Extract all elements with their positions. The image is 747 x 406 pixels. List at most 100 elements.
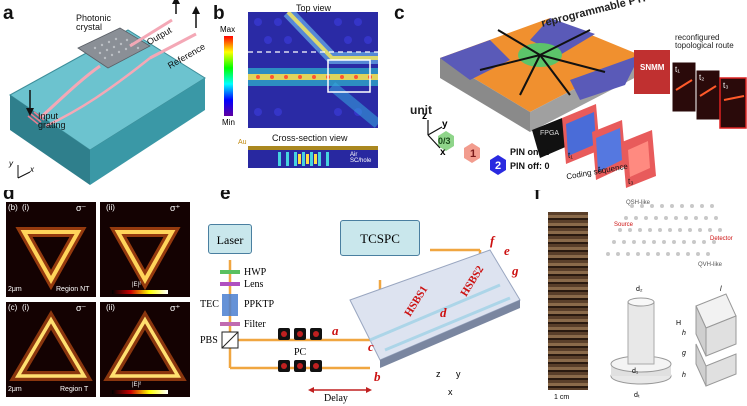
panel-a: a Photonic crystal O — [0, 0, 210, 190]
axis-x-label: x — [448, 387, 453, 397]
time-label-1: t₁ — [568, 151, 573, 160]
detector-label: Detector — [710, 236, 733, 242]
unit-code-2: 2 — [495, 160, 502, 172]
panel-b: b Max Min Top view Cross-section view — [210, 0, 390, 190]
port-a: a — [332, 323, 339, 338]
row2-tag: (c) — [8, 303, 18, 312]
colorbar — [224, 36, 233, 116]
dim-d2: d₂ — [636, 286, 643, 293]
time-label-3: t₃ — [628, 177, 634, 186]
colorbar-max: Max — [220, 25, 236, 34]
port-f: f — [490, 233, 495, 248]
panel-label-d: d — [3, 190, 15, 204]
row2-scale: 2μm — [8, 386, 22, 393]
colorbar-bottom-label: |E|² — [132, 382, 142, 388]
unit-code-1: 1 — [470, 148, 477, 160]
chip-illustration — [9, 0, 206, 185]
colorbar-min: Min — [222, 118, 235, 127]
intensity-map-nt-plus — [100, 202, 190, 297]
pti-illustration — [427, 18, 747, 188]
dim-dt: dₜ — [634, 392, 640, 399]
panel-label-f: f — [534, 190, 541, 204]
panel-label-c: c — [394, 3, 405, 24]
laser-label: Laser — [216, 233, 244, 247]
port-c: c — [368, 339, 374, 354]
unit-code-0: 0/3 — [438, 136, 451, 146]
panel-label-e: e — [220, 190, 231, 204]
panel-f: f 1 cm QSH-like Source Detector QVH-like… — [530, 190, 747, 406]
lattice-illustration — [606, 204, 722, 256]
axis-z-label: z — [436, 369, 441, 379]
panel-c: c — [390, 0, 747, 190]
route-time-2: t₂ — [699, 73, 705, 82]
axis-x-label: x — [30, 165, 34, 174]
tcspc-box: TCSPC — [340, 220, 420, 256]
setup-illustration — [220, 248, 521, 393]
pbs-label: PBS — [200, 335, 218, 346]
row2-sub-i: (i) — [22, 303, 30, 312]
top-view-map — [248, 12, 378, 128]
unit-prism — [695, 293, 737, 387]
dim-h1: h — [682, 330, 686, 337]
route-time-3: t₃ — [723, 81, 729, 90]
row2-sigma-plus: σ⁺ — [170, 303, 181, 313]
sample-photo — [548, 212, 588, 390]
colorbar-bottom — [112, 390, 168, 394]
cross-label-left: Au — [238, 139, 247, 146]
row1-tag: (b) — [8, 203, 18, 212]
axis-y-label: y — [442, 119, 448, 130]
pin-on-label: PIN on: 1 — [510, 147, 550, 157]
photo-scale: 1 cm — [554, 394, 570, 401]
region-t-label: Region T — [60, 386, 89, 393]
row1-sigma-minus: σ⁻ — [76, 203, 87, 213]
dim-d1: d₁ — [632, 368, 639, 375]
port-d: d — [440, 305, 447, 320]
dim-l: l — [720, 286, 722, 293]
panel-e: e — [200, 190, 530, 406]
label-input-grating: Input grating — [38, 111, 66, 130]
intensity-map-nt-minus — [6, 202, 96, 297]
route-time-1: t₁ — [675, 65, 680, 74]
panel-d: d (b) (i) (ii) σ⁻ σ⁺ 2μm Region NT (c) (… — [0, 190, 200, 406]
intensity-map-t-plus — [100, 302, 190, 397]
row2-sigma-minus: σ⁻ — [76, 303, 87, 313]
row1-sigma-plus: σ⁺ — [170, 203, 181, 213]
filter-label: Filter — [244, 319, 266, 330]
row1-sub-ii: (ii) — [106, 203, 115, 212]
top-view-title: Top view — [296, 3, 332, 13]
cross-section-map — [248, 146, 378, 168]
port-e: e — [504, 243, 510, 258]
ppktp-label: PPKTP — [244, 299, 275, 310]
axis-x-label: x — [440, 147, 446, 158]
panel-label-b: b — [213, 3, 225, 24]
unit-cylinder — [610, 297, 672, 385]
port-g: g — [512, 263, 519, 278]
laser-box: Laser — [208, 224, 252, 254]
qsh-label: QSH-like — [626, 200, 651, 206]
source-label: Source — [614, 222, 634, 228]
tec-label: TEC — [200, 299, 219, 310]
dim-g: g — [682, 350, 686, 357]
panel-label-a: a — [3, 3, 14, 24]
qvh-label: QVH-like — [698, 262, 723, 268]
row1-sub-i: (i) — [22, 203, 30, 212]
label-photonic-crystal: Photonic crystal — [76, 13, 112, 32]
axis-z-label: z — [422, 111, 427, 122]
cross-label-right: Air SC/hole — [350, 152, 372, 164]
tcspc-label: TCSPC — [360, 231, 400, 246]
fpga-label: FPGA — [540, 130, 560, 137]
delay-label: Delay — [324, 393, 348, 404]
lens-label: Lens — [244, 279, 264, 290]
row2-sub-ii: (ii) — [106, 303, 115, 312]
hwp-label: HWP — [244, 267, 267, 278]
unit-label: unit — [410, 103, 432, 117]
axis-y-label: y — [456, 369, 461, 379]
cross-section-title: Cross-section view — [272, 133, 348, 143]
dim-h2: h — [682, 372, 686, 379]
port-b: b — [374, 369, 381, 384]
colorbar-top — [112, 290, 168, 294]
region-nt-label: Region NT — [56, 286, 90, 293]
axis-y-label: y — [9, 159, 13, 168]
intensity-map-t-minus — [6, 302, 96, 397]
dim-H: H — [676, 320, 682, 327]
